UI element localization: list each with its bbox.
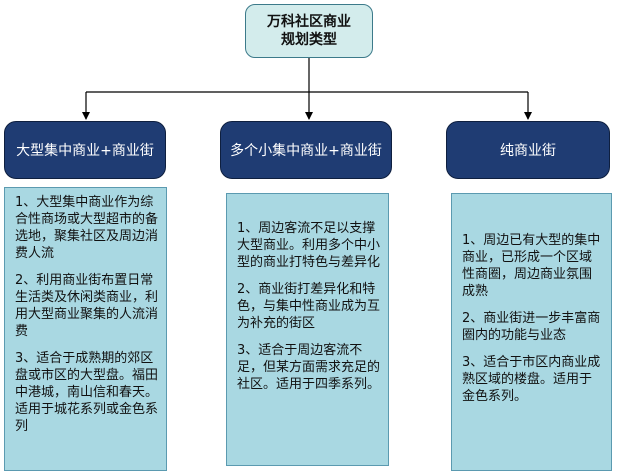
description-item: 3、适合于市区内商业成熟区域的楼盘。适用于金色系列。 [462, 355, 601, 404]
description-item: 2、商业街打差异化和特色，与集中性商业成为互为补充的街区 [237, 282, 381, 331]
category-node-3: 纯商业街 [446, 121, 610, 179]
category-node-2: 多个小集中商业+商业街 [220, 121, 392, 179]
description-item: 1、大型集中商业作为综合性商场或大型超市的备选地，聚集社区及周边消费人流 [15, 195, 159, 261]
root-title: 万科社区商业 规划类型 [267, 14, 351, 48]
description-item: 3、适合于成熟期的郊区盘或市区的大型盘。福田中港城，南山信和春天。适用于城花系列… [15, 351, 159, 434]
description-item: 2、商业街进一步丰富商圈内的功能与业态 [462, 311, 601, 343]
description-item: 2、利用商业街布置日常生活类及休闲类商业，利用大型商业聚集的人流消费 [15, 273, 159, 339]
category-label-1: 大型集中商业+商业街 [16, 143, 154, 159]
category-label-3: 纯商业街 [500, 143, 556, 159]
description-item: 1、周边已有大型的集中商业，已形成一个区域性商圈，周边商业氛围成熟 [462, 233, 601, 299]
description-box-1: 1、大型集中商业作为综合性商场或大型超市的备选地，聚集社区及周边消费人流 2、利… [4, 187, 167, 471]
category-node-1: 大型集中商业+商业街 [4, 121, 166, 179]
description-box-3: 1、周边已有大型的集中商业，已形成一个区域性商圈，周边商业氛围成熟 2、商业街进… [451, 193, 612, 471]
description-item: 3、适合于周边客流不足，但某方面需求充足的社区。适用于四季系列。 [237, 343, 381, 392]
description-item: 1、周边客流不足以支撑大型商业。利用多个中小型的商业打特色与差异化 [237, 221, 381, 270]
root-node: 万科社区商业 规划类型 [245, 4, 373, 58]
description-box-2: 1、周边客流不足以支撑大型商业。利用多个中小型的商业打特色与差异化 2、商业街打… [226, 193, 389, 466]
category-label-2: 多个小集中商业+商业街 [230, 143, 382, 159]
